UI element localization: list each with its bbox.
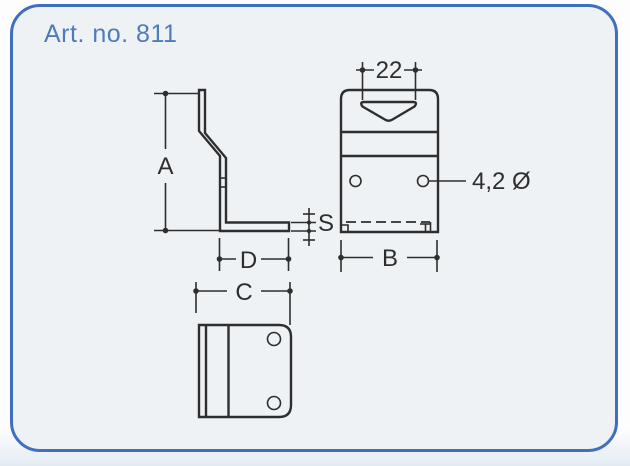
bottom-view-hole-top	[266, 331, 282, 347]
dimension-D-label: D	[240, 247, 257, 274]
front-view-hole-right	[416, 174, 430, 188]
dimension-S-label: S	[318, 210, 334, 237]
dimension-C: C	[193, 279, 293, 325]
front-view-plate	[339, 88, 440, 234]
front-view-hidden-flange	[342, 221, 432, 231]
hole-diameter-callout: 4,2 Ø	[429, 168, 531, 195]
bottom-view-hole-bottom	[266, 395, 282, 411]
front-view-triangle-slot	[360, 100, 418, 122]
bottom-view: C	[193, 279, 293, 419]
hole-diameter-label: 4,2 Ø	[472, 168, 531, 195]
dimension-S: S	[291, 208, 334, 246]
bottom-view-plate	[197, 323, 293, 419]
side-view-bracket-profile	[197, 88, 291, 233]
dimension-A: A	[154, 90, 222, 234]
dimension-B: B	[338, 240, 440, 272]
front-view: 22 4,2 Ø B	[338, 57, 531, 272]
dimension-22: 22	[356, 57, 422, 100]
front-view-hole-left	[349, 174, 362, 188]
dimension-B-label: B	[382, 245, 398, 272]
side-view: A S D	[154, 88, 334, 274]
dimension-A-label: A	[157, 153, 173, 180]
article-number-title: Art. no. 811	[44, 20, 178, 48]
dimension-C-label: C	[235, 279, 252, 306]
dimension-D: D	[216, 238, 292, 274]
article-frame	[10, 4, 618, 452]
dimension-22-label: 22	[376, 57, 403, 84]
